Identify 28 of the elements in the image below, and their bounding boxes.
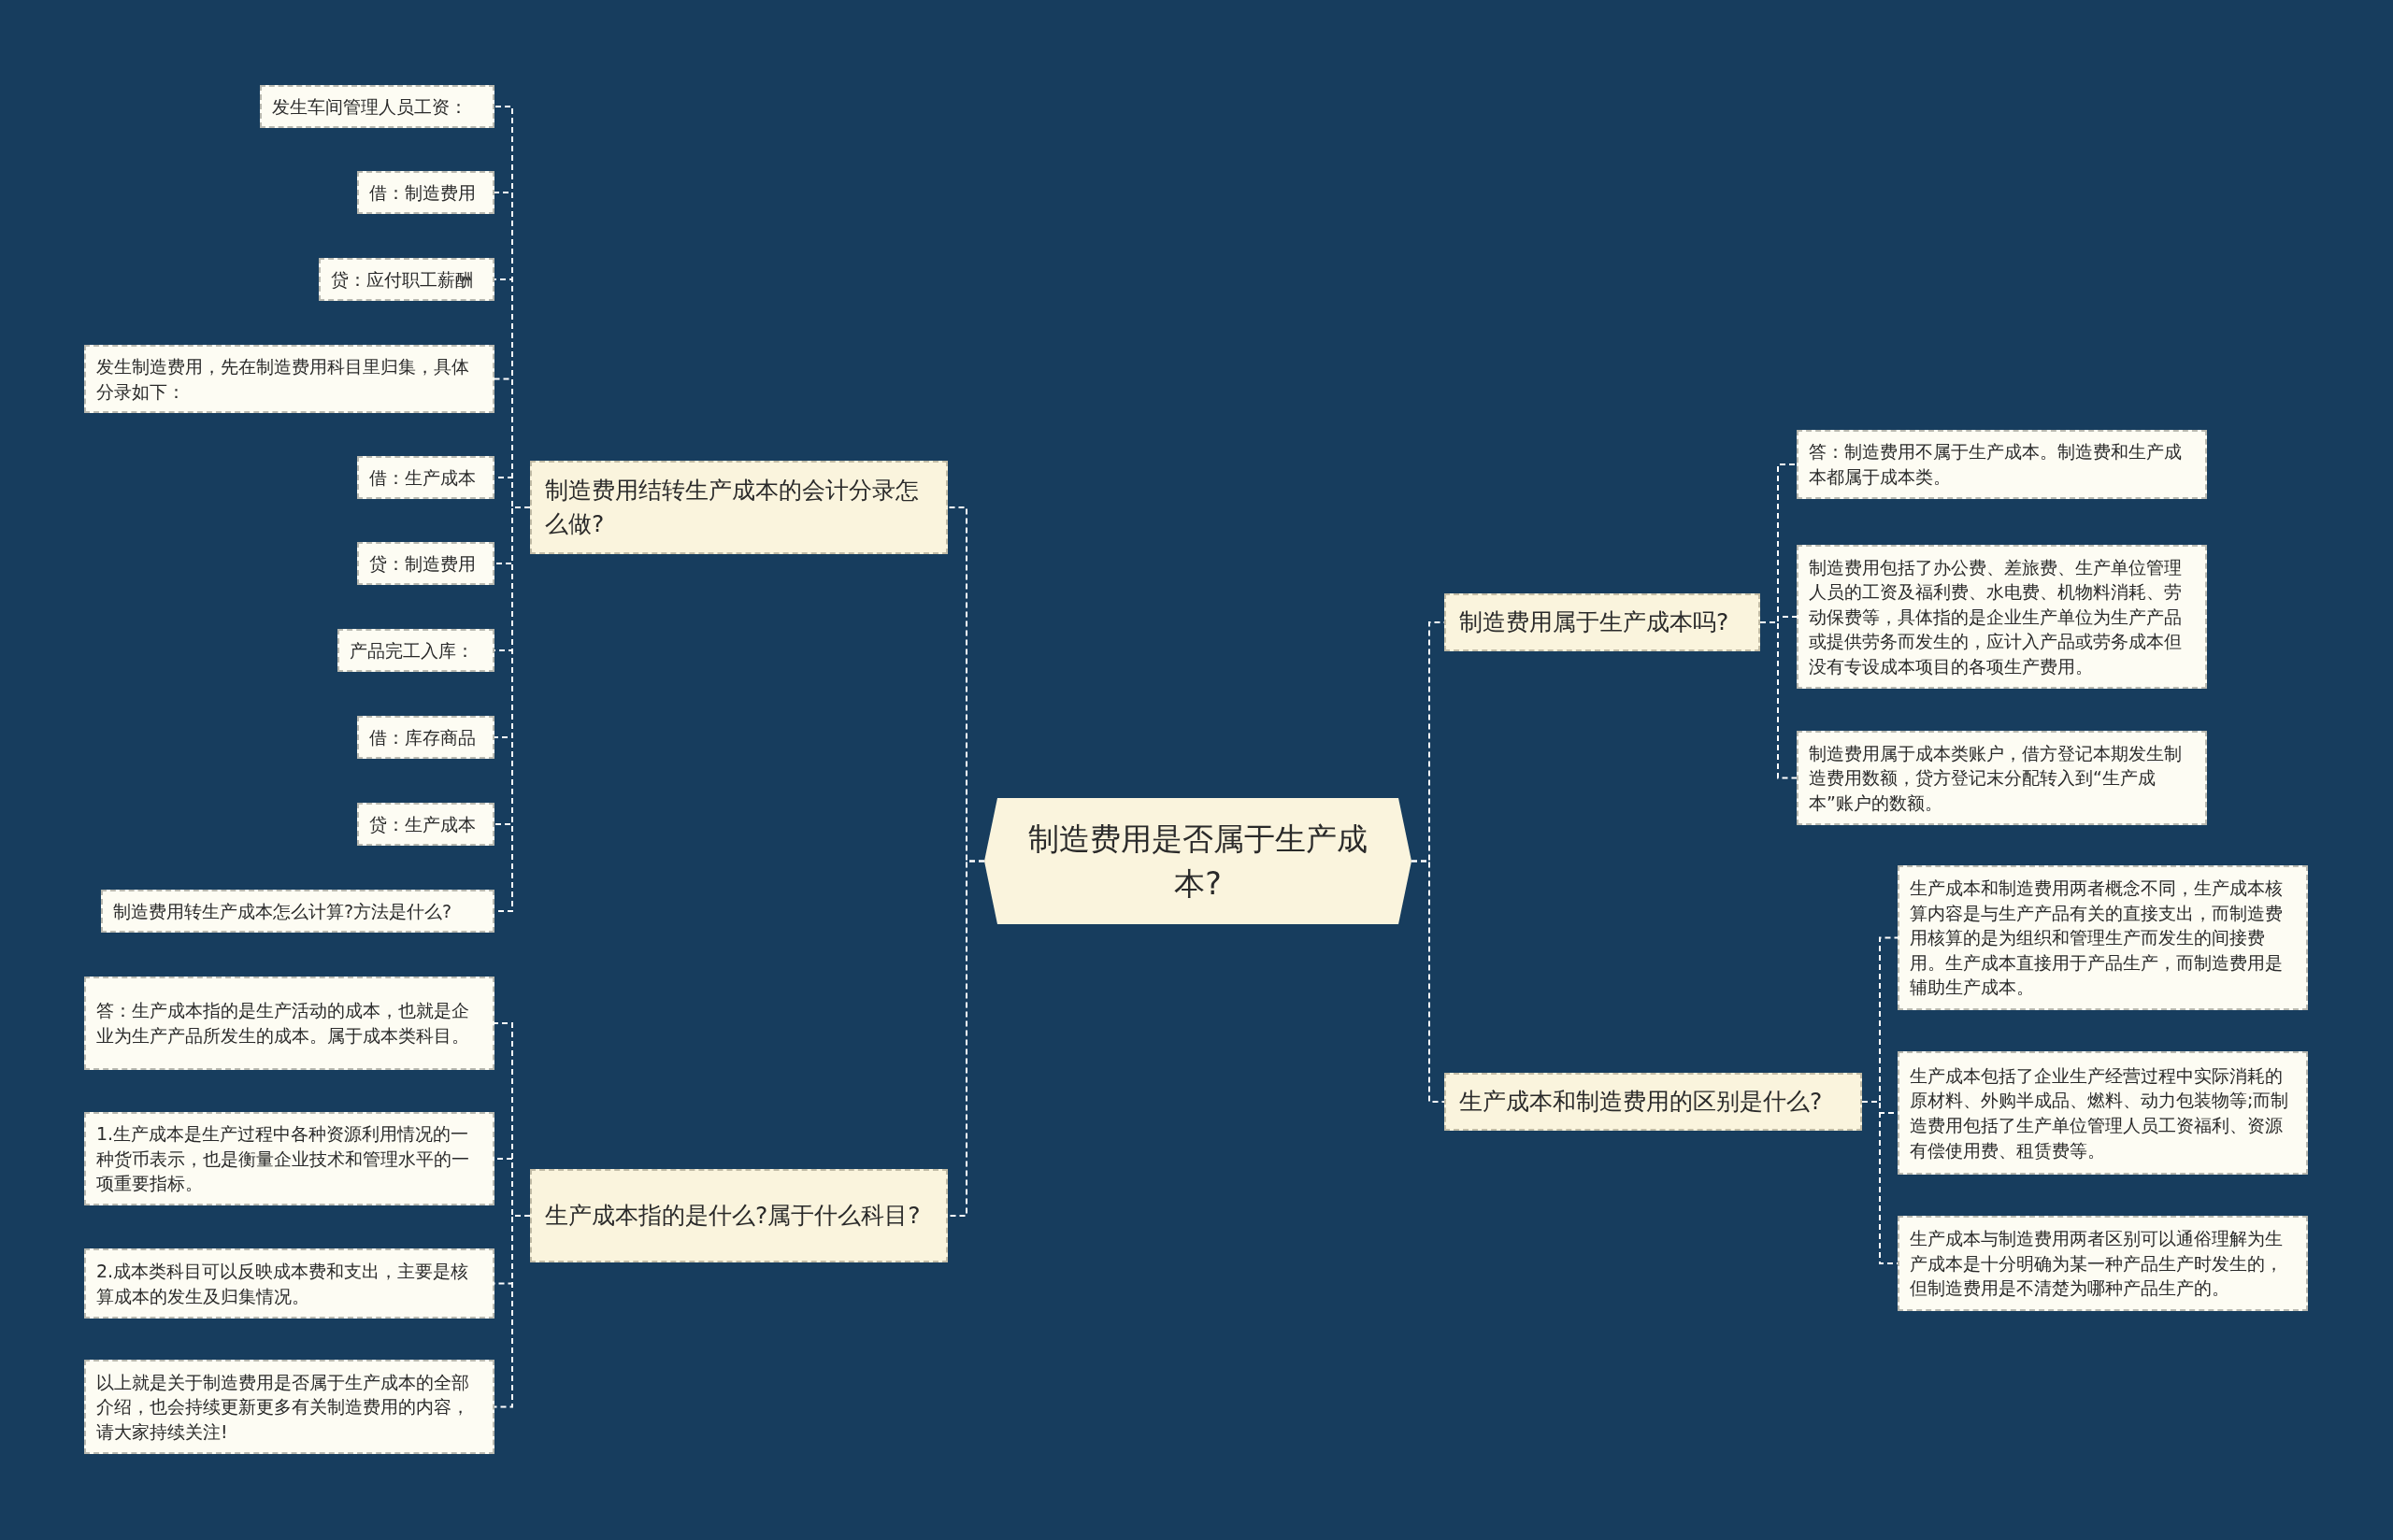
note-box: 借：库存商品 [357,716,494,759]
subtopic-box: 生产成本和制造费用的区别是什么? [1444,1073,1862,1131]
note-box: 贷：制造费用 [357,542,494,585]
note-box: 1.生产成本是生产过程中各种资源利用情况的一种货币表示，也是衡量企业技术和管理水平的一项重要指标。 [84,1112,494,1205]
note-box: 发生制造费用，先在制造费用科目里归集，具体分录如下： [84,345,494,413]
connector-line [1759,621,1798,779]
note-box: 借：制造费用 [357,171,494,214]
note-box: 答：生产成本指的是生产活动的成本，也就是企业为生产产品所发生的成本。属于成本类科目。 [84,977,494,1070]
note-box: 2.成本类科目可以反映成本费和支出，主要是核算成本的发生及归集情况。 [84,1248,494,1319]
topic-hexagon: 制造费用是否属于生产成本? [984,798,1411,924]
note-box: 以上就是关于制造费用是否属于生产成本的全部介绍，也会持续更新更多有关制造费用的内容，请大家持续关注! [84,1360,494,1454]
connector-line [1411,860,1445,1103]
note-box: 贷：生产成本 [357,803,494,846]
note-box: 生产成本和制造费用两者概念不同，生产成本核算内容是与生产产品有关的直接支出，而制造费用核算的是为组织和管理生产而发生的间接费用。生产成本直接用于产品生产，而制造费用是辅助生产成本。 [1898,865,2308,1010]
note-box: 发生车间管理人员工资： [260,85,494,128]
note-box: 制造费用包括了办公费、差旅费、生产单位管理人员的工资及福利费、水电费、机物料消耗、劳动保费等，具体指的是企业生产单位为生产产品或提供劳务而发生的，应计入产品或劳务成本但没有专设成本项目的各项生产费用。 [1797,545,2207,689]
note-box: 借：生产成本 [357,456,494,499]
connector-line [494,1215,531,1408]
subtopic-box: 制造费用结转生产成本的会计分录怎么做? [530,461,948,554]
note-box: 产品完工入库： [337,629,494,672]
note-box: 制造费用转生产成本怎么计算?方法是什么? [101,890,494,933]
subtopic-box: 生产成本指的是什么?属于什么科目? [530,1169,948,1262]
subtopic-box: 制造费用属于生产成本吗? [1444,593,1760,651]
note-box: 制造费用属于成本类账户，借方登记本期发生制造费用数额，贷方登记末分配转入到“生产成本”账户的数额。 [1797,731,2207,825]
note-box: 生产成本与制造费用两者区别可以通俗理解为生产成本是十分明确为某一种产品生产时发生的，但制造费用是不清楚为哪种产品生产的。 [1898,1216,2308,1311]
note-box: 贷：应付职工薪酬 [319,258,494,301]
note-box: 答：制造费用不属于生产成本。制造费和生产成本都属于成本类。 [1797,430,2207,499]
note-box: 生产成本包括了企业生产经营过程中实际消耗的原材料、外购半成品、燃料、动力包装物等;而制造费用包括了生产单位管理人员工资福利、资源有偿使用费、租赁费等。 [1898,1051,2308,1175]
